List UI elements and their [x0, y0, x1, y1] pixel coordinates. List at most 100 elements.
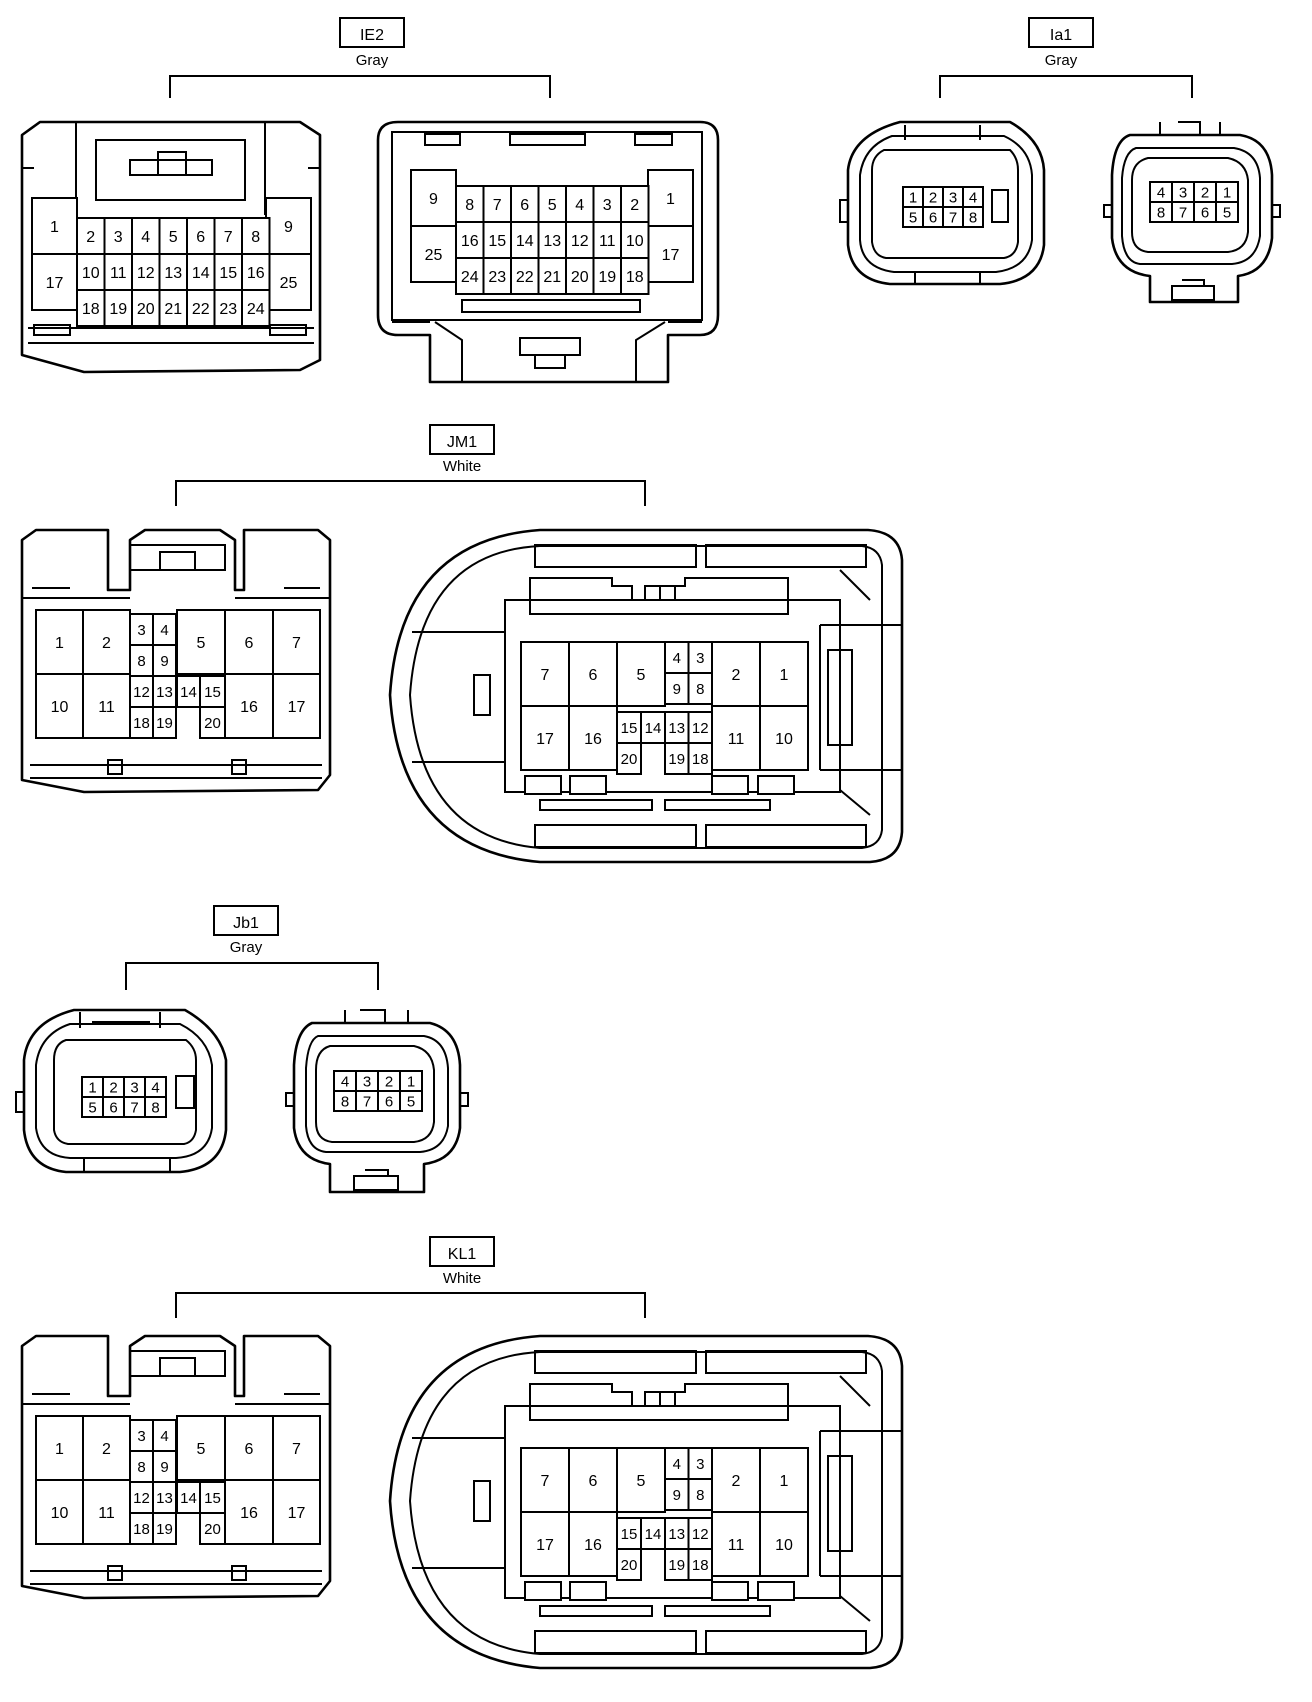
pin-cell — [616, 1548, 642, 1581]
pin-number: 8 — [1157, 204, 1165, 221]
pin-number: 4 — [575, 197, 584, 214]
pin-number: 2 — [929, 189, 937, 206]
pin-number: 18 — [133, 1521, 150, 1538]
pin-cell — [241, 289, 271, 327]
pin-number: 16 — [461, 233, 479, 250]
pin-number: 7 — [541, 667, 550, 684]
pin-cell — [520, 705, 570, 771]
connector-id-box — [1028, 17, 1094, 48]
pin-number: 21 — [164, 301, 182, 318]
latch-slot — [757, 1581, 795, 1601]
pin-number: 8 — [696, 1487, 704, 1504]
pin-number: 16 — [247, 265, 265, 282]
latch-slot — [711, 775, 749, 795]
pin-number: 6 — [109, 1099, 117, 1116]
pin-number: 13 — [156, 1490, 173, 1507]
pin-number: 9 — [160, 1459, 168, 1476]
pin-number: 6 — [245, 1441, 254, 1458]
pin-number: 3 — [137, 1428, 145, 1445]
pin-number: 9 — [160, 653, 168, 670]
pin-number: 2 — [86, 229, 95, 246]
pin-number: 3 — [114, 229, 123, 246]
pin-cell — [35, 609, 84, 675]
pin-cell — [158, 289, 188, 327]
view-bracket — [125, 962, 379, 990]
pin-number: 6 — [385, 1093, 393, 1110]
pin-number: 3 — [949, 189, 957, 206]
pin-number: 1 — [1223, 184, 1231, 201]
pin-number: 5 — [637, 1473, 646, 1490]
pin-number: 23 — [219, 301, 237, 318]
pin-number: 4 — [341, 1073, 349, 1090]
pin-number: 2 — [385, 1073, 393, 1090]
pin-number: 13 — [543, 233, 561, 250]
pin-cell — [711, 705, 761, 771]
pin-cell — [76, 289, 106, 327]
pin-cell — [186, 253, 216, 291]
pin-cell — [962, 206, 984, 228]
pin-number: 4 — [673, 1456, 681, 1473]
pin-number: 4 — [141, 229, 150, 246]
pin-number: 24 — [247, 301, 265, 318]
pin-cell — [537, 257, 567, 295]
pin-number: 5 — [197, 635, 206, 652]
pin-number: 9 — [429, 191, 438, 208]
latch-slot — [524, 775, 562, 795]
connector-color: White — [443, 458, 481, 475]
pin-number: 19 — [156, 1521, 173, 1538]
pin-number: 8 — [696, 681, 704, 698]
pin-number: 17 — [662, 247, 680, 264]
pin-cell — [82, 1479, 131, 1545]
pin-number: 4 — [151, 1079, 159, 1096]
pin-number: 16 — [584, 1537, 602, 1554]
pin-number: 15 — [621, 1526, 638, 1543]
pin-number: 20 — [571, 269, 589, 286]
pin-number: 8 — [137, 653, 145, 670]
pin-number: 22 — [192, 301, 210, 318]
pin-cell — [31, 253, 78, 311]
pin-cell — [759, 641, 809, 707]
pin-number: 12 — [133, 684, 150, 701]
pin-number: 3 — [696, 1456, 704, 1473]
latch-slot — [524, 1581, 562, 1601]
connector-id: JM1 — [447, 434, 477, 451]
pin-number: 19 — [668, 751, 685, 768]
pin-number: 1 — [407, 1073, 415, 1090]
pin-number: 3 — [363, 1073, 371, 1090]
pin-cell — [616, 1447, 666, 1513]
pin-number: 5 — [548, 197, 557, 214]
pin-number: 3 — [1179, 184, 1187, 201]
pin-number: 6 — [589, 667, 598, 684]
pin-number: 19 — [598, 269, 616, 286]
connector-color: Gray — [356, 52, 389, 69]
pin-number: 6 — [929, 209, 937, 226]
pin-number: 1 — [909, 189, 917, 206]
pin-number: 9 — [673, 1487, 681, 1504]
pin-number: 12 — [692, 1526, 709, 1543]
pin-number: 25 — [280, 275, 298, 292]
pin-number: 11 — [728, 1537, 745, 1554]
pin-cell — [224, 609, 274, 675]
pin-number: 11 — [110, 265, 127, 282]
pin-number: 12 — [133, 1490, 150, 1507]
pin-number: 21 — [543, 269, 561, 286]
pin-number: 6 — [589, 1473, 598, 1490]
pin-number: 18 — [692, 1557, 709, 1574]
pin-cell — [241, 253, 271, 291]
pin-number: 10 — [82, 265, 100, 282]
pin-cell — [568, 1511, 618, 1577]
pin-cell — [35, 1415, 84, 1481]
pin-number: 18 — [82, 301, 100, 318]
pin-number: 18 — [626, 269, 644, 286]
pin-cell — [272, 673, 321, 739]
